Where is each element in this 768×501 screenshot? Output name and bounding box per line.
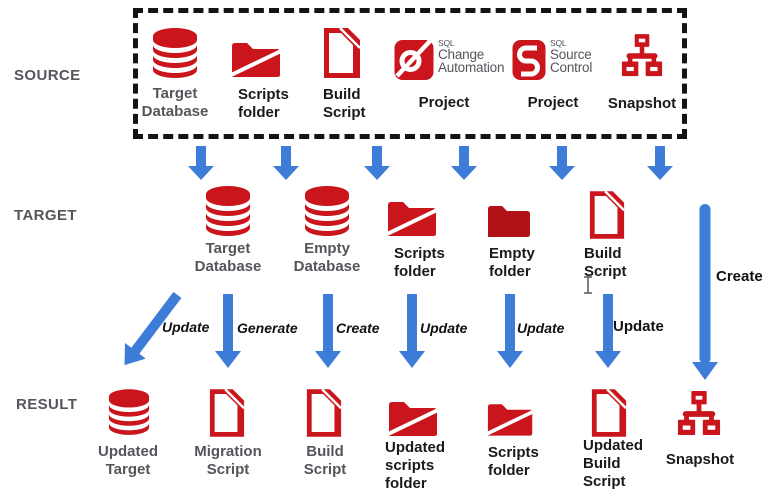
result-row-label: RESULT xyxy=(16,396,78,413)
down-arrow xyxy=(273,146,299,180)
script-document-icon xyxy=(588,190,626,240)
down-arrow xyxy=(647,146,673,180)
down-arrow xyxy=(451,146,477,180)
sql-change-automation-logo-icon xyxy=(394,38,434,82)
open-folder-icon xyxy=(487,399,535,439)
text-cursor xyxy=(583,276,593,294)
arrow-label-update-2: Update xyxy=(420,320,468,336)
database-icon xyxy=(304,185,350,239)
down-arrow xyxy=(364,146,390,180)
script-document-icon xyxy=(590,387,628,439)
sql-source-control-logo-icon xyxy=(512,38,546,82)
open-folder-icon xyxy=(231,38,283,80)
label-sca-project: Project xyxy=(418,94,470,111)
down-arrow xyxy=(188,146,214,180)
arrow-label-generate: Generate xyxy=(237,320,298,336)
script-document-icon xyxy=(208,388,246,438)
long-down-arrow-create xyxy=(692,204,718,380)
label-source-snapshot: Snapshot xyxy=(607,95,677,112)
closed-folder-icon xyxy=(487,203,531,239)
arrow-label-update-1: Update xyxy=(162,319,210,335)
source-group-box xyxy=(133,8,687,139)
arrow-label-update-4: Update xyxy=(613,318,664,335)
target-row-label: TARGET xyxy=(14,207,77,224)
down-arrow xyxy=(549,146,575,180)
database-icon xyxy=(152,27,198,81)
sql-change-automation-wordmark: SQL Change Automation xyxy=(438,38,505,75)
label-ssc-project: Project xyxy=(527,94,579,111)
database-icon xyxy=(108,387,150,439)
label-result-snapshot: Snapshot xyxy=(665,451,735,468)
snapshot-tree-icon xyxy=(621,33,663,79)
snapshot-tree-icon xyxy=(677,391,721,437)
script-document-icon xyxy=(305,388,343,438)
arrow-label-create-right: Create xyxy=(716,268,763,285)
open-folder-icon xyxy=(387,197,439,239)
arrow-label-update-3: Update xyxy=(517,320,565,336)
arrow-label-create: Create xyxy=(336,320,380,336)
database-icon xyxy=(205,185,251,239)
source-row-label: SOURCE xyxy=(14,67,81,84)
script-document-icon xyxy=(322,27,362,79)
sql-source-control-wordmark: SQL Source Control xyxy=(550,38,593,75)
open-folder-icon xyxy=(388,397,440,439)
